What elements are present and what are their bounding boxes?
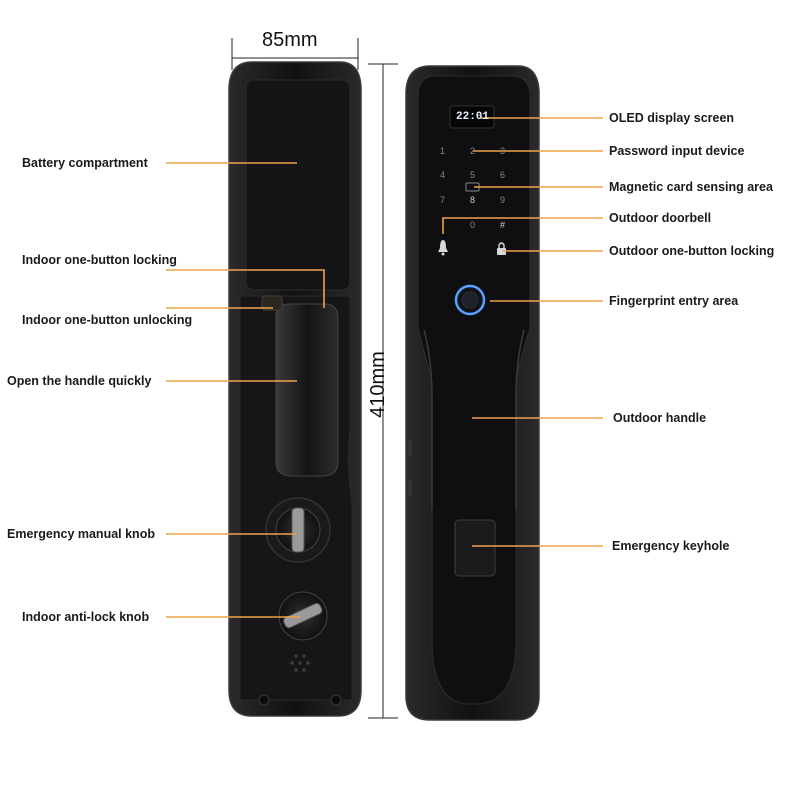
oled-screen [449, 105, 495, 129]
label-oled-screen: OLED display screen [609, 111, 735, 125]
label-outdoor-locking: Outdoor one-button locking [609, 244, 775, 258]
key-0: 0 [470, 220, 476, 230]
label-outdoor-handle: Outdoor handle [613, 411, 707, 425]
anti-lock-knob [278, 591, 328, 641]
label-manual-knob: Emergency manual knob [7, 527, 155, 541]
width-dimension [231, 38, 359, 70]
label-indoor-locking: Indoor one-button locking [22, 253, 177, 267]
doorbell-icon [438, 240, 448, 256]
key-9: 9 [500, 195, 506, 205]
height-dimension [368, 63, 398, 719]
label-anti-lock-knob: Indoor anti-lock knob [22, 610, 150, 624]
indoor-handle [275, 303, 339, 477]
emergency-manual-knob [265, 497, 331, 563]
key-6: 6 [500, 170, 506, 180]
indoor-unit [228, 61, 362, 717]
key-2: 2 [470, 146, 476, 156]
key-5: 5 [470, 170, 476, 180]
label-indoor-unlocking: Indoor one-button unlocking [22, 313, 193, 327]
label-battery-compartment: Battery compartment [22, 156, 148, 170]
height-label: 410mm [366, 351, 389, 418]
label-doorbell: Outdoor doorbell [609, 211, 712, 225]
label-emergency-keyhole: Emergency keyhole [612, 539, 730, 553]
emergency-keyhole [454, 519, 496, 577]
key-1: 1 [440, 146, 446, 156]
leader-lines-left [166, 162, 325, 618]
outdoor-lock-icon [497, 242, 506, 255]
fingerprint-sensor [454, 284, 486, 316]
oled-time: 22:01 [456, 111, 490, 123]
outdoor-unit [405, 65, 540, 721]
speaker-holes [290, 654, 310, 672]
label-open-handle: Open the handle quickly [7, 374, 152, 388]
label-password-input: Password input device [609, 144, 745, 158]
key-7: 7 [440, 195, 446, 205]
leader-lines-right [442, 117, 603, 547]
key-8: 8 [470, 195, 476, 205]
width-label: 85mm [262, 29, 318, 51]
label-card-sensing: Magnetic card sensing area [609, 180, 773, 194]
battery-cover [245, 79, 351, 291]
key-hash: # [500, 220, 506, 230]
key-4: 4 [440, 170, 446, 180]
key-3: 3 [500, 146, 506, 156]
label-fingerprint: Fingerprint entry area [609, 294, 739, 308]
